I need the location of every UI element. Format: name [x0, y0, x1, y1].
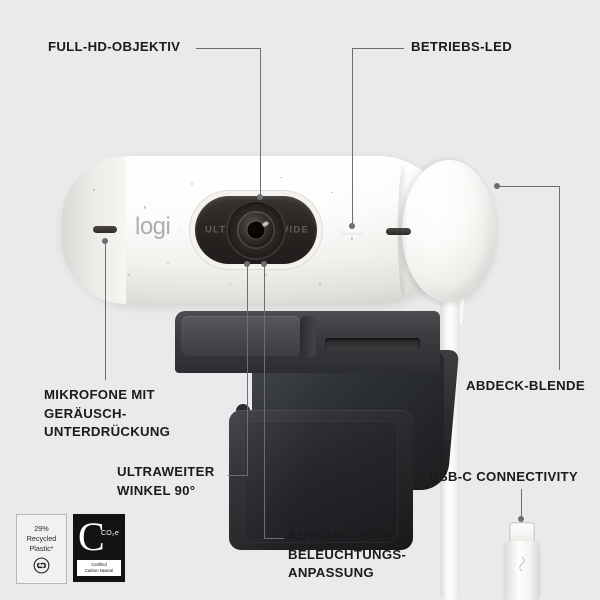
leader-dot-led	[349, 223, 355, 229]
carbon-neutral-badge: C CO₂e Certified Carbon Neutral	[73, 514, 125, 582]
camera-lens	[226, 200, 286, 260]
callout-usb-c-connectivity: USB-C CONNECTIVITY	[429, 469, 579, 484]
recycled-badge-line3: Plastic*	[29, 544, 54, 554]
usb-c-connector-tip	[509, 522, 535, 544]
mount-foot-inner	[243, 421, 398, 543]
power-led	[340, 226, 364, 235]
leader-blende-horizontal	[500, 186, 560, 188]
recycled-badge-percent: 29%	[34, 523, 49, 533]
leader-ultra-vertical	[247, 265, 249, 475]
privacy-shutter-cap	[402, 160, 496, 302]
leader-usbc-vertical	[521, 489, 523, 518]
recycled-badge-line2: Recycled	[26, 533, 57, 543]
leader-auto-horizontal	[264, 538, 284, 540]
leader-ultra-horizontal	[228, 475, 248, 477]
leader-dot-lens	[257, 194, 263, 200]
callout-auto-light-correction: AUTOMATISCHE BELEUCHTUNGS- ANPASSUNG	[288, 528, 407, 581]
mount-hinge	[300, 316, 316, 358]
leader-auto-vertical	[264, 265, 266, 539]
lens-label-ultra: ULTRA	[205, 224, 243, 236]
leader-dot-mic	[102, 238, 108, 244]
callout-noise-cancelling-mics: MIKROFONE MIT GERÄUSCH- UNTERDRÜCKUNG	[44, 387, 171, 440]
carbon-badge-tag-line2: Carbon Neutral	[84, 568, 114, 574]
leader-blende-vertical	[559, 186, 561, 370]
logi-wordmark: logi	[135, 213, 171, 240]
callout-full-hd-lens: FULL-HD-OBJEKTIV	[48, 39, 181, 54]
leader-led-vertical	[352, 48, 354, 226]
lens-label-wide: WIDE	[279, 224, 309, 236]
usb-c-plug-logo-icon	[519, 556, 525, 572]
carbon-neutral-mark: C CO₂e	[76, 514, 122, 559]
carbon-badge-letter: C	[78, 514, 105, 559]
microphone-slot-left	[93, 226, 117, 233]
leader-dot-blende	[494, 183, 500, 189]
eco-badges: 29% Recycled Plastic* C CO₂e Certified C…	[16, 514, 125, 584]
leader-led-horizontal	[352, 48, 404, 50]
carbon-badge-tag-line1: Certified	[91, 562, 107, 567]
callout-ultrawide-angle: ULTRAWEITER WINKEL 90°	[117, 464, 215, 498]
usb-c-connector-body	[504, 541, 540, 600]
carbon-badge-tag: Certified Carbon Neutral	[77, 560, 121, 577]
microphone-slot-right	[386, 228, 411, 235]
leader-dot-usbc	[518, 516, 524, 522]
mount-highlight	[229, 410, 413, 550]
leader-dot-auto	[261, 261, 267, 267]
leader-mic-vertical	[105, 242, 107, 380]
mount-top-lip	[181, 316, 301, 356]
carbon-badge-subscript: CO₂e	[101, 530, 119, 537]
leader-lens-horizontal	[196, 48, 261, 50]
mount-slot	[325, 338, 420, 350]
leader-lens-vertical	[260, 48, 262, 197]
recycled-plastic-badge: 29% Recycled Plastic*	[16, 514, 67, 584]
callout-power-led: BETRIEBS-LED	[411, 39, 513, 54]
recycling-loop-icon	[33, 557, 50, 574]
callout-privacy-shutter: ABDECK-BLENDE	[466, 378, 585, 393]
leader-dot-ultra	[244, 261, 250, 267]
